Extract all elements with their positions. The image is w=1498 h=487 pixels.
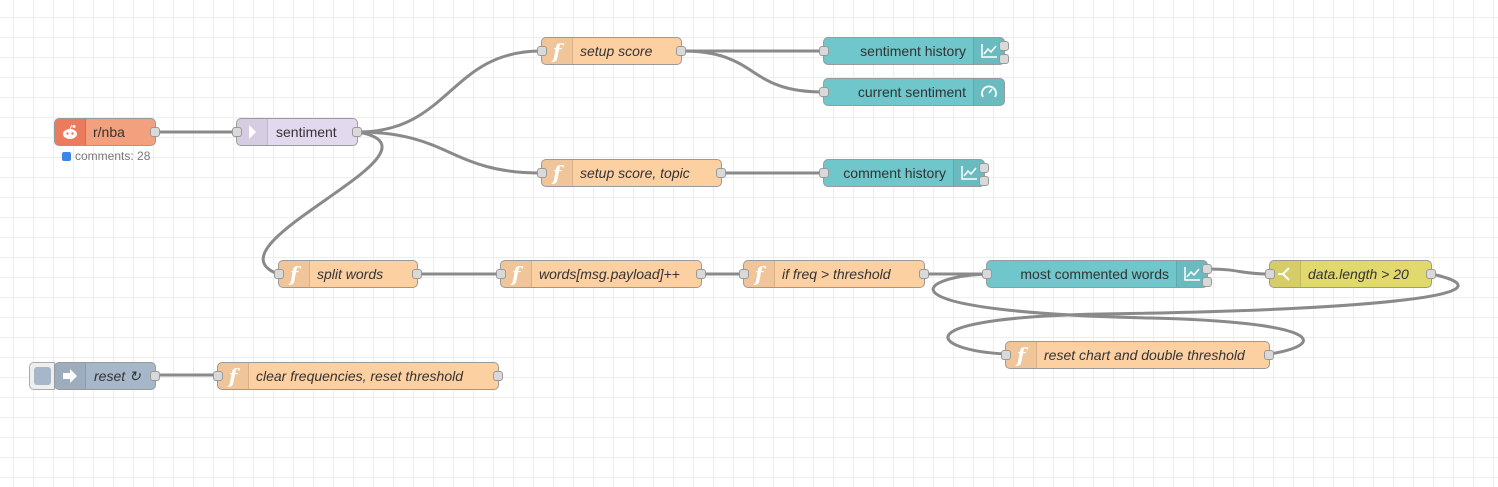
sentiment-history-label: sentiment history [860,43,966,59]
reset-chart-node[interactable]: f reset chart and double threshold [1001,341,1274,369]
freq-threshold-node[interactable]: f if freq > threshold [739,260,929,288]
split-words-label: split words [317,266,384,282]
switch-icon [1270,261,1301,287]
input-port[interactable] [537,168,547,178]
output-port[interactable] [999,41,1009,51]
wire-data-length-to-reset-chart[interactable] [946,272,1460,356]
data-length-label: data.length > 20 [1308,266,1409,282]
setup-score-node[interactable]: f setup score [537,37,686,65]
wire-reset-chart-to-most-commented[interactable] [931,272,1305,356]
setup-score-topic-label: setup score, topic [580,165,690,181]
reset-inject-label: reset ↻ [94,368,141,384]
chart-icon [1176,261,1207,287]
output-port[interactable] [412,269,422,279]
current-sentiment-node[interactable]: current sentiment [819,78,1005,106]
clear-frequencies-node[interactable]: f clear frequencies, reset threshold [213,362,503,390]
inject-trigger-button[interactable] [29,362,55,390]
comment-history-label: comment history [843,165,946,181]
output-port[interactable] [1426,269,1436,279]
split-words-node[interactable]: f split words [274,260,422,288]
input-port[interactable] [537,46,547,56]
output-port[interactable] [979,163,989,173]
output-port[interactable] [979,176,989,186]
function-icon: f [218,363,249,389]
input-port[interactable] [819,168,829,178]
input-port[interactable] [1001,350,1011,360]
wire-sentiment-to-setup-score-topic[interactable] [357,130,542,175]
inject-button-face [34,367,51,385]
output-port[interactable] [150,371,160,381]
function-icon: f [279,261,310,287]
reddit-node-label: r/nba [93,124,125,140]
input-port[interactable] [819,46,829,56]
words-count-label: words[msg.payload]++ [539,266,680,282]
input-port[interactable] [274,269,284,279]
reddit-node[interactable]: r/nba [54,118,160,146]
setup-score-label: setup score [580,43,653,59]
sentiment-history-node[interactable]: sentiment history [819,37,1009,65]
freq-threshold-label: if freq > threshold [782,266,891,282]
output-port[interactable] [1202,277,1212,287]
most-commented-words-label: most commented words [1020,266,1169,282]
data-length-switch-node[interactable]: data.length > 20 [1265,260,1436,288]
comment-history-node[interactable]: comment history [819,159,989,187]
current-sentiment-label: current sentiment [857,84,966,100]
sentiment-node-label: sentiment [276,124,337,140]
sentiment-icon [237,119,268,145]
wire-most-commented-to-data-length[interactable] [1207,267,1270,276]
input-port[interactable] [739,269,749,279]
sentiment-node[interactable]: sentiment [232,118,362,146]
words-count-node[interactable]: f words[msg.payload]++ [496,260,706,288]
input-port[interactable] [819,87,829,97]
output-port[interactable] [919,269,929,279]
gauge-icon [973,79,1004,105]
reset-inject-node[interactable]: reset ↻ [54,362,160,390]
input-port[interactable] [232,127,242,137]
reset-chart-label: reset chart and double threshold [1044,347,1245,363]
function-icon: f [542,38,573,64]
output-port[interactable] [999,54,1009,64]
input-port[interactable] [982,269,992,279]
input-port[interactable] [213,371,223,381]
output-port[interactable] [150,127,160,137]
inject-arrow-icon [55,363,86,389]
reddit-status-text: comments: 28 [75,149,151,163]
clear-frequencies-label: clear frequencies, reset threshold [256,368,463,384]
output-port[interactable] [696,269,706,279]
most-commented-words-node[interactable]: most commented words [982,260,1212,288]
chart-icon [953,160,984,186]
status-dot-icon [62,152,71,161]
function-icon: f [501,261,532,287]
wire-setup-score-to-current-sentiment[interactable] [681,49,824,94]
reddit-node-status: comments: 28 [62,149,150,163]
input-port[interactable] [1265,269,1275,279]
wire-sentiment-to-split-words[interactable] [261,130,384,276]
chart-icon [973,38,1004,64]
function-icon: f [744,261,775,287]
setup-score-topic-node[interactable]: f setup score, topic [537,159,726,187]
output-port[interactable] [352,127,362,137]
output-port[interactable] [716,168,726,178]
function-icon: f [542,160,573,186]
output-port[interactable] [1202,264,1212,274]
input-port[interactable] [496,269,506,279]
output-port[interactable] [1264,350,1274,360]
output-port[interactable] [676,46,686,56]
function-icon: f [1006,342,1037,368]
wire-sentiment-to-setup-score[interactable] [357,49,542,134]
reddit-icon [55,119,86,145]
output-port[interactable] [493,371,503,381]
